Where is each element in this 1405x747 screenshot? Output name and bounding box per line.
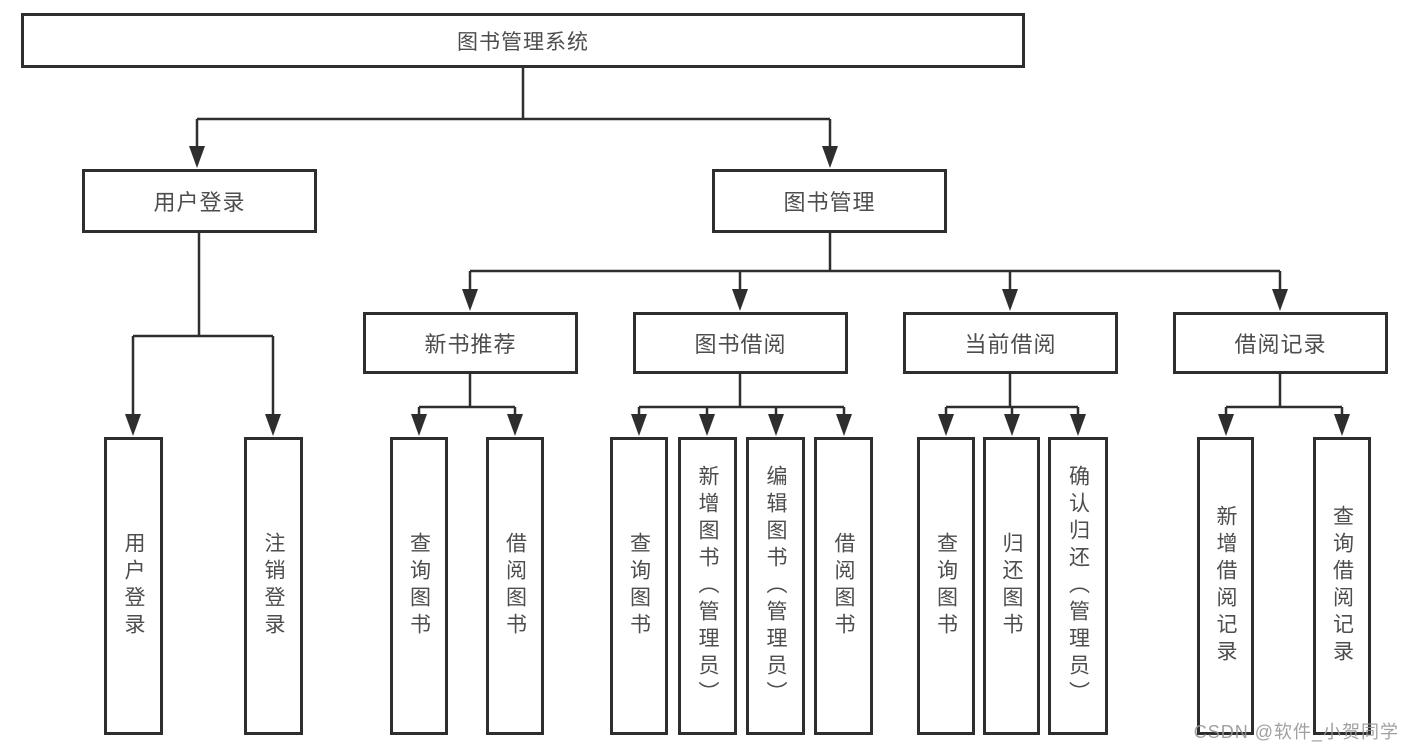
leaf-current-query-books-label: 查询图书 bbox=[934, 532, 958, 640]
leaf-add-books-admin-label: 新增图书（管理员） bbox=[696, 464, 719, 708]
node-book-borrow: 图书借阅 bbox=[633, 312, 848, 374]
node-book-management: 图书管理 bbox=[712, 169, 947, 233]
leaf-query-borrow-record-label: 查询借阅记录 bbox=[1330, 505, 1354, 667]
leaf-user-login-label: 用户登录 bbox=[122, 532, 145, 640]
leaf-borrow-books: 借阅图书 bbox=[814, 437, 873, 735]
leaf-recommend-borrow-books-label: 借阅图书 bbox=[503, 532, 527, 640]
leaf-add-borrow-record-label: 新增借阅记录 bbox=[1214, 505, 1237, 667]
leaf-return-books-label: 归还图书 bbox=[1000, 532, 1023, 640]
leaf-borrow-query-books: 查询图书 bbox=[610, 437, 668, 735]
leaf-query-borrow-record: 查询借阅记录 bbox=[1313, 437, 1371, 735]
node-borrow-records: 借阅记录 bbox=[1173, 312, 1388, 374]
leaf-user-login: 用户登录 bbox=[104, 437, 163, 735]
node-new-book-recommend-label: 新书推荐 bbox=[424, 332, 517, 357]
leaf-confirm-return-admin: 确认归还（管理员） bbox=[1048, 437, 1108, 735]
leaf-recommend-query-books: 查询图书 bbox=[390, 437, 448, 735]
node-book-borrow-label: 图书借阅 bbox=[694, 332, 787, 357]
node-root: 图书管理系统 bbox=[21, 13, 1025, 68]
node-root-label: 图书管理系统 bbox=[457, 30, 589, 54]
leaf-current-query-books: 查询图书 bbox=[917, 437, 975, 735]
leaf-edit-books-admin-label: 编辑图书（管理员） bbox=[764, 464, 787, 708]
node-book-management-label: 图书管理 bbox=[783, 190, 876, 215]
node-current-borrow: 当前借阅 bbox=[903, 312, 1118, 374]
leaf-edit-books-admin: 编辑图书（管理员） bbox=[746, 437, 805, 735]
leaf-logout-login-label: 注销登录 bbox=[262, 532, 285, 640]
node-current-borrow-label: 当前借阅 bbox=[964, 332, 1057, 357]
leaf-add-books-admin: 新增图书（管理员） bbox=[678, 437, 737, 735]
leaf-logout-login: 注销登录 bbox=[244, 437, 303, 735]
leaf-recommend-borrow-books: 借阅图书 bbox=[486, 437, 544, 735]
node-user-login-label: 用户登录 bbox=[153, 190, 246, 215]
node-borrow-records-label: 借阅记录 bbox=[1234, 332, 1327, 357]
watermark: CSDN @软件_小贺同学 bbox=[1193, 722, 1399, 742]
leaf-borrow-query-books-label: 查询图书 bbox=[627, 532, 651, 640]
leaf-recommend-query-books-label: 查询图书 bbox=[407, 532, 431, 640]
arrowheads bbox=[125, 146, 1350, 436]
leaf-confirm-return-admin-label: 确认归还（管理员） bbox=[1066, 464, 1090, 708]
node-user-login: 用户登录 bbox=[82, 169, 317, 233]
leaf-return-books: 归还图书 bbox=[983, 437, 1040, 735]
node-new-book-recommend: 新书推荐 bbox=[363, 312, 578, 374]
leaf-borrow-books-label: 借阅图书 bbox=[832, 532, 855, 640]
leaf-add-borrow-record: 新增借阅记录 bbox=[1197, 437, 1254, 735]
